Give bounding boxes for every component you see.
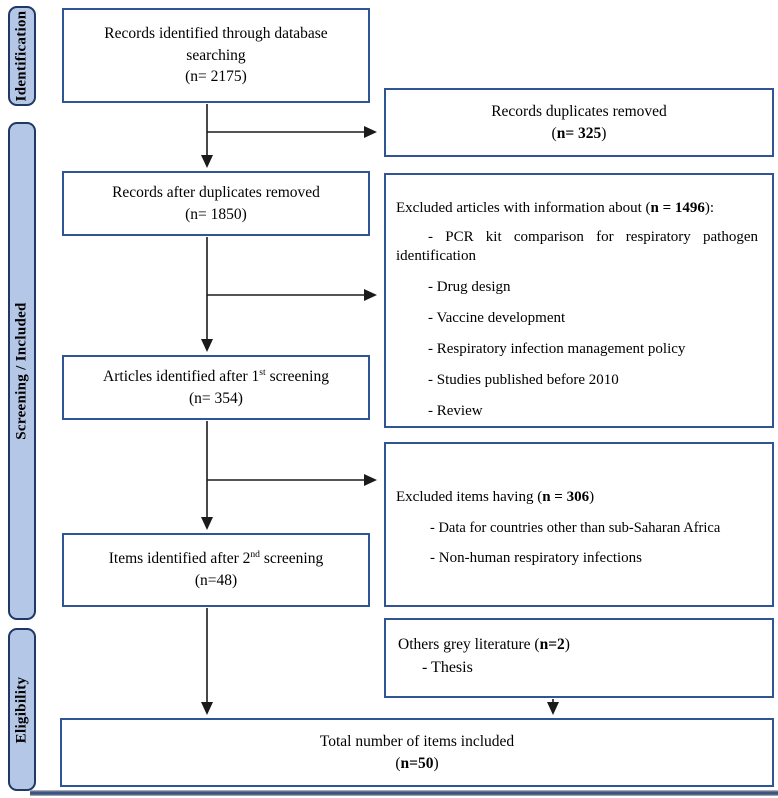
records-identified-line1: Records identified through database	[104, 24, 328, 42]
header-text: Excluded articles with information about…	[396, 200, 651, 216]
stage-eligibility-label: Eligibility	[13, 676, 30, 743]
records-identified-line2: searching	[186, 46, 246, 64]
second-screening-ordinal: nd	[250, 549, 260, 561]
stage-identification-label: Identification	[13, 10, 30, 102]
header-text-end: ):	[704, 200, 715, 216]
count-open: (	[551, 124, 557, 142]
total-included-count: (n=50)	[395, 753, 438, 775]
header-text: Others grey literature (	[398, 636, 540, 653]
box-first-screening: Articles identified after 1st screening …	[62, 355, 370, 420]
excluded-items-item: - Non-human respiratory infections	[430, 550, 643, 567]
second-screening-count: (n=48)	[194, 572, 238, 589]
count-value: n=50	[400, 754, 434, 772]
header-count: n = 306	[542, 489, 590, 505]
records-identified-count: (n= 2175)	[185, 68, 247, 86]
grey-literature-item: - Thesis	[422, 659, 473, 677]
header-text-end: )	[564, 636, 570, 653]
grey-literature-header: Others grey literature (n=2)	[398, 635, 762, 655]
count-value: n= 325	[556, 124, 602, 142]
excluded-articles-item: - Studies published before 2010	[428, 372, 619, 388]
first-screening-text-end: screening	[265, 367, 329, 385]
excluded-articles-header: Excluded articles with information about…	[396, 199, 758, 219]
excluded-articles-item: - Respiratory infection management polic…	[428, 341, 686, 357]
count-open: (	[395, 754, 401, 772]
second-screening-text-end: screening	[259, 550, 324, 568]
duplicates-removed-count: (n= 325)	[552, 123, 607, 145]
second-screening-line1: Items identified after 2nd screening	[109, 548, 323, 570]
header-count: n = 1496	[650, 200, 705, 216]
second-screening-text: Items identified after 2	[108, 550, 251, 568]
excluded-items-item: - Data for countries other than sub-Saha…	[430, 519, 721, 536]
box-records-after-duplicates: Records after duplicates removed (n= 185…	[62, 171, 370, 236]
excluded-articles-item: - PCR kit comparison for respiratory pat…	[396, 228, 758, 265]
records-after-duplicates-line1: Records after duplicates removed	[112, 183, 320, 201]
excluded-items-header: Excluded items having (n = 306)	[396, 488, 768, 508]
duplicates-removed-line1: Records duplicates removed	[491, 102, 667, 120]
excluded-articles-item: - Vaccine development	[428, 310, 566, 326]
excluded-articles-item: - Review	[428, 403, 483, 419]
header-count: n=2	[539, 636, 565, 653]
stage-screening-included: Screening / Included	[8, 122, 36, 620]
box-grey-literature: Others grey literature (n=2) - Thesis	[384, 618, 774, 698]
stage-screening-included-label: Screening / Included	[13, 302, 30, 440]
total-included-line1: Total number of items included	[319, 732, 515, 750]
box-excluded-articles: Excluded articles with information about…	[384, 173, 774, 428]
count-close: )	[433, 754, 439, 772]
records-after-duplicates-count: (n= 1850)	[185, 205, 247, 223]
first-screening-text: Articles identified after 1	[103, 367, 260, 385]
header-text-end: )	[589, 489, 595, 505]
box-second-screening: Items identified after 2nd screening (n=…	[62, 533, 370, 607]
box-excluded-items: Excluded items having (n = 306) - Data f…	[384, 442, 774, 607]
header-text: Excluded items having (	[396, 489, 543, 505]
count-close: )	[601, 124, 607, 142]
stage-eligibility: Eligibility	[8, 628, 36, 791]
first-screening-ordinal: st	[259, 366, 266, 378]
excluded-articles-item: - Drug design	[428, 279, 511, 295]
box-records-identified: Records identified through database sear…	[62, 8, 370, 103]
box-duplicates-removed: Records duplicates removed (n= 325)	[384, 88, 774, 157]
first-screening-line1: Articles identified after 1st screening	[103, 366, 329, 388]
page-bottom-rule	[30, 790, 778, 796]
box-total-included: Total number of items included (n=50)	[60, 718, 774, 787]
stage-identification: Identification	[8, 6, 36, 106]
first-screening-count: (n= 354)	[189, 389, 243, 407]
